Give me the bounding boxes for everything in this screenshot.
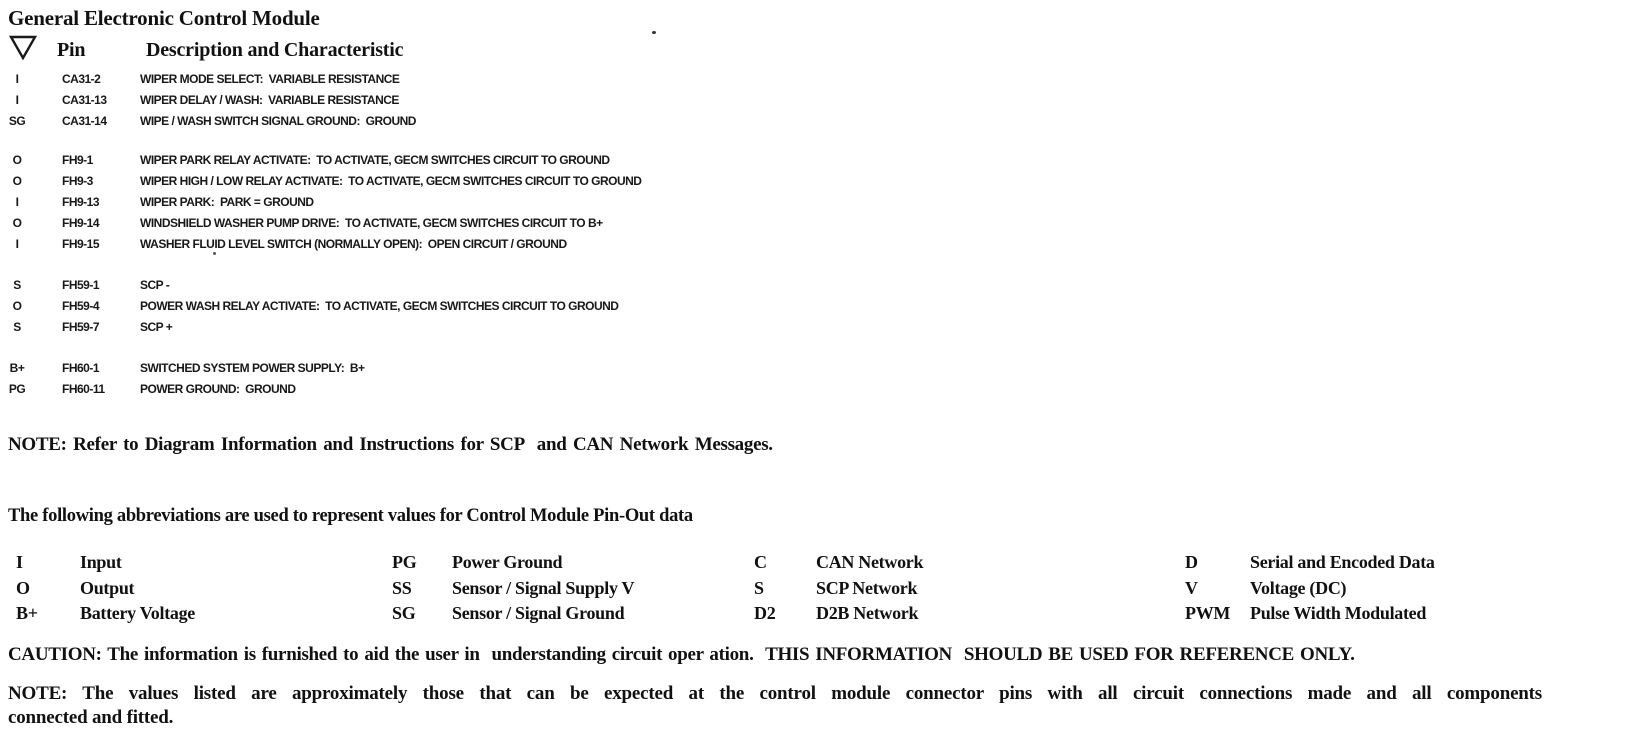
pin-description: WIPE / WASH SWITCH SIGNAL GROUND: GROUND <box>140 114 416 128</box>
pin-description: WIPER DELAY / WASH: VARIABLE RESISTANCE <box>140 93 399 107</box>
abbrev-code: SS <box>392 578 412 598</box>
pin-type: O <box>12 299 22 313</box>
pin-type: S <box>13 278 21 292</box>
pin-row: I CA31-13 WIPER DELAY / WASH: VARIABLE R… <box>0 90 1632 111</box>
pin-row: O FH9-14 WINDSHIELD WASHER PUMP DRIVE: T… <box>0 213 1632 234</box>
pin-description: WIPER PARK: PARK = GROUND <box>140 195 314 209</box>
pin-type: O <box>12 174 22 188</box>
abbrev-row: B+ Battery Voltage SG Sensor / Signal Gr… <box>0 602 1632 624</box>
pin-group-fh60: B+ FH60-1 SWITCHED SYSTEM POWER SUPPLY: … <box>0 358 1632 400</box>
triangle-down-icon <box>9 35 37 60</box>
abbrev-code: I <box>16 552 23 572</box>
abbreviations-intro: The following abbreviations are used to … <box>8 506 693 526</box>
pin-type: I <box>15 237 19 251</box>
note-values: NOTE: The values listed are approximatel… <box>8 682 1542 730</box>
pin-id: FH60-11 <box>62 382 105 396</box>
abbrev-label: Output <box>80 578 135 598</box>
pin-type: PG <box>8 382 26 396</box>
pin-id: FH59-1 <box>62 278 100 292</box>
pin-description: WIPER MODE SELECT: VARIABLE RESISTANCE <box>140 72 400 86</box>
pin-row: PG FH60-11 POWER GROUND: GROUND <box>0 379 1632 400</box>
pin-description: SCP - <box>140 278 170 292</box>
column-header-pin: Pin <box>57 39 86 61</box>
abbrev-label: SCP Network <box>816 578 918 598</box>
pin-row: I FH9-13 WIPER PARK: PARK = GROUND <box>0 192 1632 213</box>
pin-description: WIPER HIGH / LOW RELAY ACTIVATE: TO ACTI… <box>140 174 642 188</box>
pin-row: B+ FH60-1 SWITCHED SYSTEM POWER SUPPLY: … <box>0 358 1632 379</box>
abbrev-code: D <box>1185 552 1198 572</box>
pin-id: FH9-15 <box>62 237 100 251</box>
pin-group-fh9: O FH9-1 WIPER PARK RELAY ACTIVATE: TO AC… <box>0 150 1632 255</box>
pin-row: S FH59-1 SCP - <box>0 275 1632 296</box>
abbrev-row: I Input PG Power Ground C CAN Network D … <box>0 551 1632 573</box>
pin-row: O FH9-3 WIPER HIGH / LOW RELAY ACTIVATE:… <box>0 171 1632 192</box>
abbrev-code: V <box>1185 578 1198 598</box>
pin-description: WASHER FLUID LEVEL SWITCH (NORMALLY OPEN… <box>140 237 567 251</box>
pin-row: O FH9-1 WIPER PARK RELAY ACTIVATE: TO AC… <box>0 150 1632 171</box>
pin-id: FH59-4 <box>62 299 100 313</box>
abbrev-code: PWM <box>1185 603 1231 623</box>
note-values-line2: connected and fitted. <box>8 707 174 728</box>
abbrev-code: D2 <box>754 603 776 623</box>
pin-group-fh59: S FH59-1 SCP - O FH59-4 POWER WASH RELAY… <box>0 275 1632 338</box>
pin-description: SCP + <box>140 320 173 334</box>
abbrev-code: PG <box>392 552 417 572</box>
pin-id: FH59-7 <box>62 320 100 334</box>
abbrev-label: Voltage (DC) <box>1250 578 1347 598</box>
pin-type: O <box>12 153 22 167</box>
pin-type: I <box>15 195 19 209</box>
pin-type: B+ <box>9 361 25 375</box>
abbrev-label: Pulse Width Modulated <box>1250 603 1427 623</box>
pin-row: I CA31-2 WIPER MODE SELECT: VARIABLE RES… <box>0 69 1632 90</box>
pin-description: WIPER PARK RELAY ACTIVATE: TO ACTIVATE, … <box>140 153 610 167</box>
pin-row: O FH59-4 POWER WASH RELAY ACTIVATE: TO A… <box>0 296 1632 317</box>
note-scp-can: NOTE: Refer to Diagram Information and I… <box>8 434 773 455</box>
pin-type: S <box>13 320 21 334</box>
column-header-description: Description and Characteristic <box>146 39 404 61</box>
pin-id: CA31-13 <box>62 93 107 107</box>
pin-id: CA31-14 <box>62 114 107 128</box>
abbrev-label: D2B Network <box>816 603 919 623</box>
abbrev-code: B+ <box>16 603 38 623</box>
abbrev-code: O <box>16 578 30 598</box>
abbrev-label: Input <box>80 552 122 572</box>
pin-description: WINDSHIELD WASHER PUMP DRIVE: TO ACTIVAT… <box>140 216 603 230</box>
abbrev-label: Sensor / Signal Supply V <box>452 578 635 598</box>
abbrev-row: O Output SS Sensor / Signal Supply V S S… <box>0 577 1632 599</box>
abbrev-label: Power Ground <box>452 552 563 572</box>
abbrev-label: Serial and Encoded Data <box>1250 552 1435 572</box>
abbrev-label: Battery Voltage <box>80 603 195 623</box>
pin-type: O <box>12 216 22 230</box>
pin-id: FH9-1 <box>62 153 93 167</box>
abbrev-label: CAN Network <box>816 552 924 572</box>
abbrev-code: S <box>754 578 764 598</box>
pin-row: S FH59-7 SCP + <box>0 317 1632 338</box>
abbrev-code: C <box>754 552 767 572</box>
page-title: General Electronic Control Module <box>8 6 320 30</box>
pin-id: FH9-13 <box>62 195 100 209</box>
pin-id: FH9-14 <box>62 216 100 230</box>
abbrev-label: Sensor / Signal Ground <box>452 603 625 623</box>
pin-type: SG <box>8 114 26 128</box>
pin-id: CA31-2 <box>62 72 101 86</box>
pin-description: SWITCHED SYSTEM POWER SUPPLY: B+ <box>140 361 365 375</box>
pin-type: I <box>15 72 19 86</box>
pin-id: FH9-3 <box>62 174 93 188</box>
pin-description: POWER WASH RELAY ACTIVATE: TO ACTIVATE, … <box>140 299 619 313</box>
caution-text: CAUTION: The information is furnished to… <box>8 644 1355 665</box>
pin-row: I FH9-15 WASHER FLUID LEVEL SWITCH (NORM… <box>0 234 1632 255</box>
pin-id: FH60-1 <box>62 361 100 375</box>
scan-speck <box>213 252 216 255</box>
scan-speck <box>652 31 656 34</box>
abbrev-code: SG <box>392 603 416 623</box>
pin-group-ca31: I CA31-2 WIPER MODE SELECT: VARIABLE RES… <box>0 69 1632 132</box>
pin-row: SG CA31-14 WIPE / WASH SWITCH SIGNAL GRO… <box>0 111 1632 132</box>
pin-description: POWER GROUND: GROUND <box>140 382 296 396</box>
pin-type: I <box>15 93 19 107</box>
note-values-line1: NOTE: The values listed are approximatel… <box>8 683 1542 704</box>
